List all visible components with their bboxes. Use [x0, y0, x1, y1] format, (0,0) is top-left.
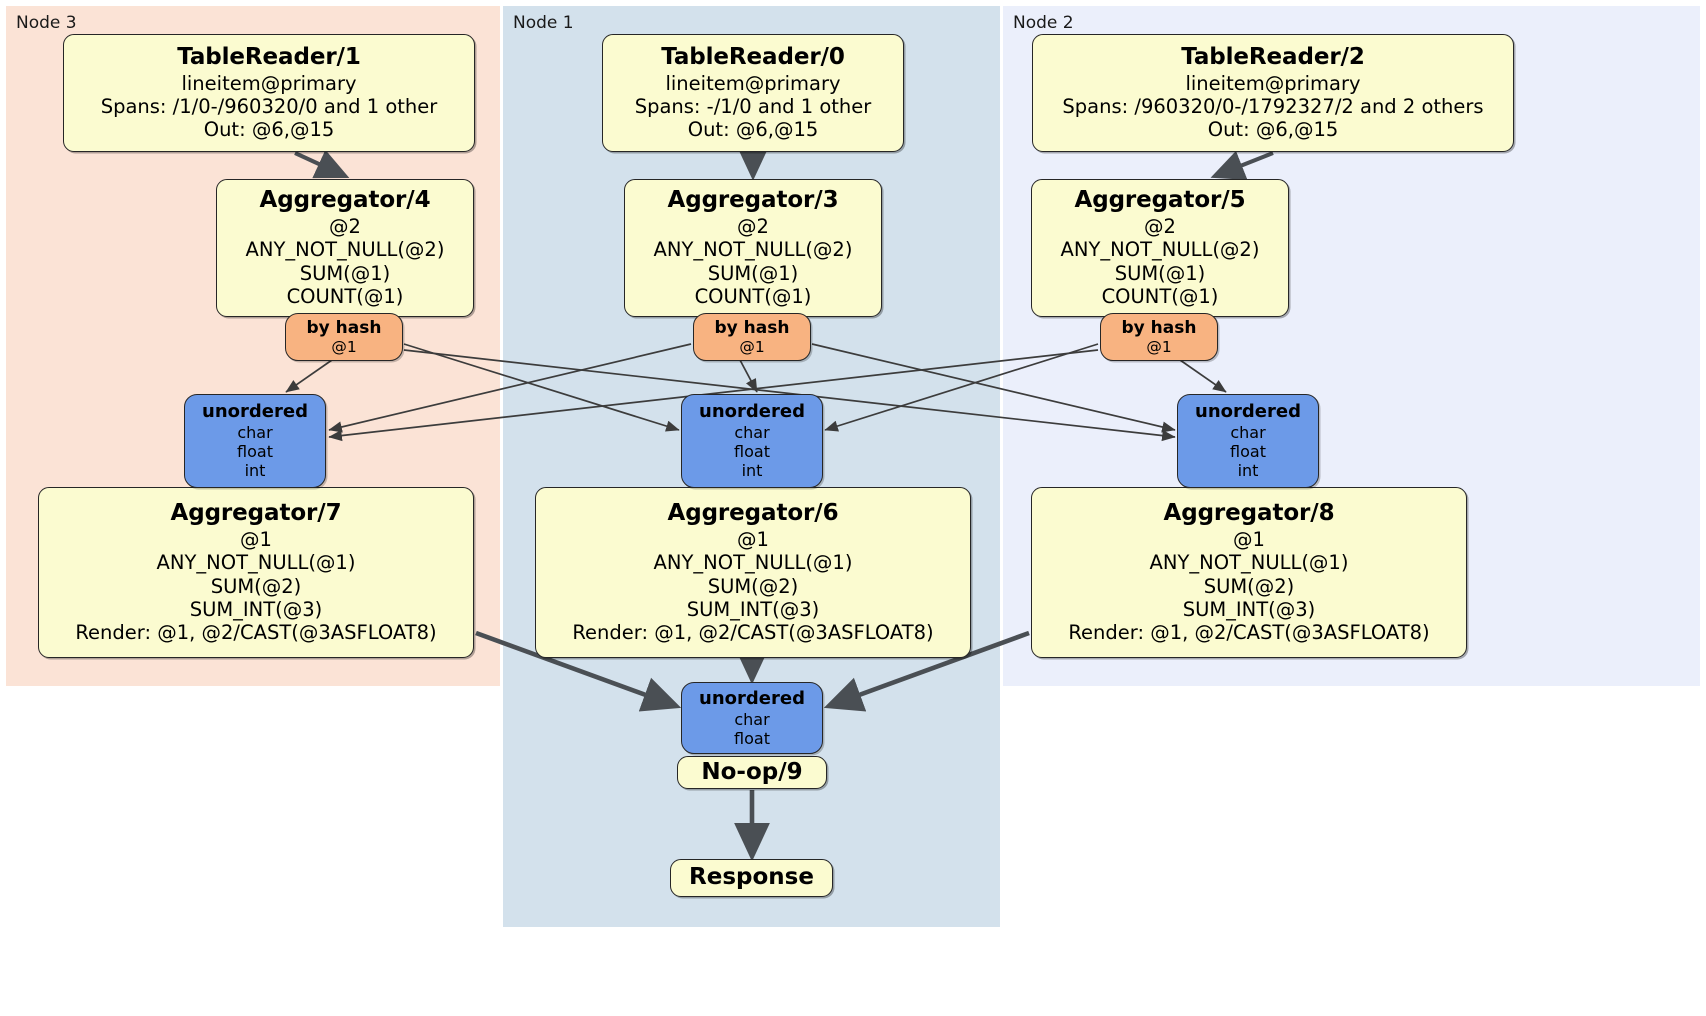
processor-detail-line: Spans: -/1/0 and 1 other — [634, 95, 872, 119]
router-byhash5[interactable]: by hash@1 — [1100, 313, 1218, 361]
router-title: by hash — [1121, 317, 1197, 338]
processor-detail-line: ANY_NOT_NULL(@1) — [653, 551, 853, 575]
processor-title: Aggregator/7 — [170, 500, 342, 527]
processor-detail-line: SUM(@2) — [707, 574, 799, 598]
router-title: by hash — [714, 317, 790, 338]
processor-detail-line: Render: @1, @2/CAST(@3ASFLOAT8) — [75, 621, 437, 645]
processor-title: Aggregator/5 — [1074, 187, 1246, 214]
processor-detail-line: @2 — [329, 215, 361, 239]
processor-detail-line: COUNT(@1) — [286, 285, 404, 309]
router-title: by hash — [306, 317, 382, 338]
processor-detail-line: Render: @1, @2/CAST(@3ASFLOAT8) — [1068, 621, 1430, 645]
processor-detail-line: @1 — [1233, 527, 1265, 551]
terminal-label: No-op/9 — [701, 758, 803, 785]
synchronizer-type-line: float — [734, 442, 770, 462]
processor-title: Aggregator/3 — [667, 187, 839, 214]
processor-detail-line: SUM(@1) — [1114, 261, 1206, 285]
processor-detail-line: lineitem@primary — [665, 71, 841, 95]
processor-detail-line: Spans: /1/0-/960320/0 and 1 other — [100, 95, 438, 119]
processor-detail-line: SUM(@1) — [299, 261, 391, 285]
node-panel-label-node3: Node 3 — [16, 13, 77, 33]
processor-detail-line: SUM(@1) — [707, 261, 799, 285]
processor-detail-line: ANY_NOT_NULL(@1) — [1149, 551, 1349, 575]
synchronizer-type-line: int — [1237, 461, 1259, 481]
synchronizer-title: unordered — [699, 401, 805, 423]
synchronizer-title: unordered — [699, 688, 805, 710]
synchronizer-type-line: float — [237, 442, 273, 462]
processor-title: TableReader/0 — [661, 44, 845, 71]
processor-detail-line: SUM(@2) — [1203, 574, 1295, 598]
processor-title: Aggregator/4 — [259, 187, 431, 214]
synchronizer-type-line: int — [741, 461, 763, 481]
processor-detail-line: Out: @6,@15 — [1207, 118, 1339, 142]
processor-detail-line: ANY_NOT_NULL(@1) — [156, 551, 356, 575]
processor-detail-line: Spans: /960320/0-/1792327/2 and 2 others — [1062, 95, 1484, 119]
processor-title: TableReader/2 — [1181, 44, 1365, 71]
synchronizer-type-line: char — [734, 709, 770, 729]
processor-detail-line: Out: @6,@15 — [203, 118, 335, 142]
synchronizer-type-line: int — [244, 461, 266, 481]
synchronizer-type-line: char — [1230, 423, 1266, 443]
processor-detail-line: ANY_NOT_NULL(@2) — [1060, 238, 1260, 262]
synchronizer-title: unordered — [1195, 401, 1301, 423]
terminal-response[interactable]: Response — [670, 859, 833, 897]
processor-detail-line: lineitem@primary — [1185, 71, 1361, 95]
synchronizer-type-line: char — [734, 423, 770, 443]
processor-title: Aggregator/6 — [667, 500, 839, 527]
processor-detail-line: @2 — [1144, 215, 1176, 239]
processor-detail-line: @1 — [737, 527, 769, 551]
processor-detail-line: @1 — [240, 527, 272, 551]
processor-detail-line: SUM_INT(@3) — [189, 597, 323, 621]
router-byhash4[interactable]: by hash@1 — [285, 313, 403, 361]
processor-detail-line: COUNT(@1) — [1101, 285, 1219, 309]
synchronizer-type-line: char — [237, 423, 273, 443]
processor-detail-line: COUNT(@1) — [694, 285, 812, 309]
router-column: @1 — [331, 337, 357, 356]
terminal-label: Response — [689, 864, 814, 891]
terminal-noop9[interactable]: No-op/9 — [677, 756, 827, 789]
processor-detail-line: Out: @6,@15 — [687, 118, 819, 142]
processor-title: TableReader/1 — [177, 44, 361, 71]
processor-detail-line: SUM_INT(@3) — [686, 597, 820, 621]
router-column: @1 — [739, 337, 765, 356]
synchronizer-title: unordered — [202, 401, 308, 423]
processor-detail-line: SUM_INT(@3) — [1182, 597, 1316, 621]
processor-detail-line: ANY_NOT_NULL(@2) — [653, 238, 853, 262]
router-column: @1 — [1146, 337, 1172, 356]
processor-detail-line: lineitem@primary — [181, 71, 357, 95]
node-panel-label-node2: Node 2 — [1013, 13, 1074, 33]
processor-detail-line: ANY_NOT_NULL(@2) — [245, 238, 445, 262]
router-byhash3[interactable]: by hash@1 — [693, 313, 811, 361]
processor-detail-line: @2 — [737, 215, 769, 239]
processor-title: Aggregator/8 — [1163, 500, 1335, 527]
processor-detail-line: SUM(@2) — [210, 574, 302, 598]
node-panel-label-node1: Node 1 — [513, 13, 574, 33]
processor-detail-line: Render: @1, @2/CAST(@3ASFLOAT8) — [572, 621, 934, 645]
synchronizer-type-line: float — [734, 728, 770, 748]
synchronizer-type-line: float — [1230, 442, 1266, 462]
